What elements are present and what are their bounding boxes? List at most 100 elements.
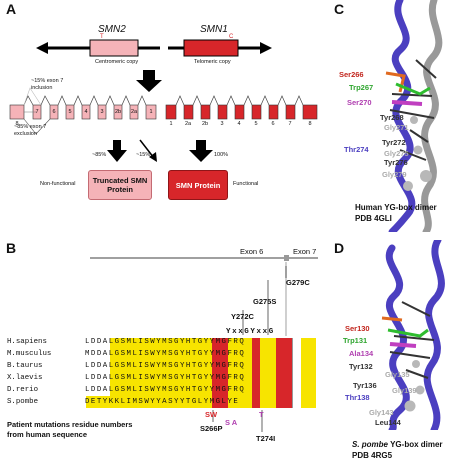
exon-label: 8 (308, 121, 312, 127)
telomeric-copy-label: Telomeric copy (194, 59, 231, 65)
residue-label: Tyr132 (349, 362, 373, 371)
smn2-gene-label: SMN2 (98, 24, 126, 35)
residue-label: Tyr272 (382, 138, 406, 147)
organism-label: B.taurus (7, 362, 43, 370)
panel-c-structure (385, 0, 443, 232)
residue-label: Tyr276 (384, 158, 408, 167)
panel-b-caption: Patient mutations residue numbers from h… (7, 420, 133, 439)
smn2-t-marker: T (100, 34, 104, 40)
exon-label: 5 (254, 121, 258, 127)
smn-protein-box: SMN Protein (168, 170, 228, 200)
exon-label: 4 (84, 109, 88, 115)
residue-label: Ser270 (347, 98, 372, 107)
residue-label: Thr274 (344, 145, 369, 154)
smn1-gene-label: SMN1 (200, 24, 228, 35)
organism-label: D.rerio (7, 386, 39, 394)
residue-label: Gly279 (382, 170, 407, 179)
smn1-arrow-head (260, 42, 272, 54)
smn2-exon-row (9, 87, 157, 135)
organism-label: M.musculus (7, 350, 52, 358)
exon-label: 4 (237, 121, 241, 127)
mutation-y272c: Y272C (231, 312, 254, 321)
motif-label: YxxGYxxG (226, 328, 275, 336)
mutation-g279c: G279C (286, 278, 310, 287)
smn2-arrow-head (36, 42, 48, 54)
organism-label: S.pombe (7, 398, 39, 406)
alignment-background (86, 338, 316, 408)
non-functional-label: Non-functional (40, 181, 76, 187)
down-arrow-icon (136, 70, 162, 92)
exon-label: 7 (35, 109, 39, 115)
panel-a-letter: A (6, 1, 17, 17)
residue-label: Tyr136 (353, 381, 377, 390)
exon-label: 2b (201, 121, 209, 127)
exon-label: 2a (130, 109, 138, 115)
exon-label: 2b (114, 109, 122, 115)
residue-label: Ser130 (345, 324, 370, 333)
mutation-s266p: S266P (200, 424, 223, 433)
sequence: MDDALGSMLISWYMSGYHTGYYMGFRQ (85, 350, 246, 358)
residue-label: Tyr268 (380, 113, 404, 122)
exon-label: 6 (271, 121, 275, 127)
truncated-protein-box: Truncated SMN Protein (88, 170, 152, 200)
exon6-label: Exon 6 (240, 247, 264, 256)
exon-label: 8 (15, 121, 19, 127)
panel-d-caption-line2: PDB 4RG5 (352, 451, 393, 460)
pct-85-label: ~85% (92, 152, 107, 158)
mutation-t274i: T274I (256, 434, 276, 443)
panel-d-letter: D (334, 240, 345, 256)
exon-label: 2a (184, 121, 192, 127)
sequence: DETYKKLIMSWYYASYYTGLYMGLYE (85, 398, 240, 406)
residue-label: Ser266 (339, 70, 364, 79)
residue-label: Trp131 (343, 336, 368, 345)
sequence: LDDALGSMLISWYMSGYHTGYYMGFRQ (85, 338, 246, 346)
exon-label: 1 (169, 121, 173, 127)
marker-t: T (259, 410, 264, 419)
functional-label: Functional (233, 181, 259, 187)
residue-label: Thr138 (345, 393, 370, 402)
exon-boundary-line (90, 255, 318, 432)
sequence: LDDALGSMLISWYMSGYHTGYYMGFRQ (85, 374, 246, 382)
sequence: LDDALGSMLISWYMSGYHTGYYMGFRQ (85, 362, 246, 370)
panel-c-caption-line2: PDB 4GLI (355, 214, 392, 223)
organism-label: X.laevis (7, 374, 43, 382)
arrow-100-icon (189, 140, 213, 162)
smn1-exon-row (165, 95, 318, 120)
panel-a-diagram (9, 39, 318, 162)
exon-label: 1 (149, 109, 153, 115)
exon-label: 3 (220, 121, 224, 127)
panel-d-caption-line1: S. pombe YG-box dimer (352, 440, 443, 449)
residue-label: Ala134 (349, 349, 374, 358)
marker-sa: S A (225, 418, 238, 427)
exon-label: 5 (68, 109, 72, 115)
exon-label: 7 (288, 121, 292, 127)
arrow-85-icon (107, 140, 127, 162)
residue-label: Gly271 (384, 123, 409, 132)
pct-15-label: ~15% (136, 152, 151, 158)
inclusion-note: ~15% exon 7 inclusion (31, 78, 64, 91)
exon-label: 6 (52, 109, 56, 115)
panel-d-structure (381, 240, 445, 430)
smn1-c-marker: C (229, 34, 234, 40)
alignment-row: D.rerio LDDALGSMLISWYMSGYHTGYYMGFRQ (7, 386, 245, 394)
residue-label: Gly135 (385, 370, 410, 379)
exon-label: 3 (100, 109, 104, 115)
residue-label: Gly275 (384, 149, 409, 158)
panel-c-caption-line1: Human YG-box dimer (355, 203, 437, 212)
residue-label: Trp267 (349, 83, 374, 92)
alignment-row: M.musculus MDDALGSMLISWYMSGYHTGYYMGFRQ (7, 350, 245, 358)
panel-b-letter: B (6, 240, 17, 256)
residue-label: Leu144 (375, 418, 401, 427)
alignment-row: B.taurus LDDALGSMLISWYMSGYHTGYYMGFRQ (7, 362, 245, 370)
sequence: LDDALGSMLISWYMSGYHTGYYMGFRQ (85, 386, 246, 394)
alignment-row: H.sapiens LDDALGSMLISWYMSGYHTGYYMGFRQ (7, 338, 245, 346)
exon7-label: Exon 7 (293, 247, 317, 256)
marker-sw: SW (205, 410, 218, 419)
residue-label: Gly139 (392, 386, 417, 395)
mutation-g275s: G275S (253, 297, 277, 306)
pct-100-label: 100% (214, 152, 229, 158)
centromeric-copy-label: Centromeric copy (95, 59, 139, 65)
alignment-row: X.laevis LDDALGSMLISWYMSGYHTGYYMGFRQ (7, 374, 245, 382)
organism-label: H.sapiens (7, 338, 47, 346)
panel-c-letter: C (334, 1, 345, 17)
